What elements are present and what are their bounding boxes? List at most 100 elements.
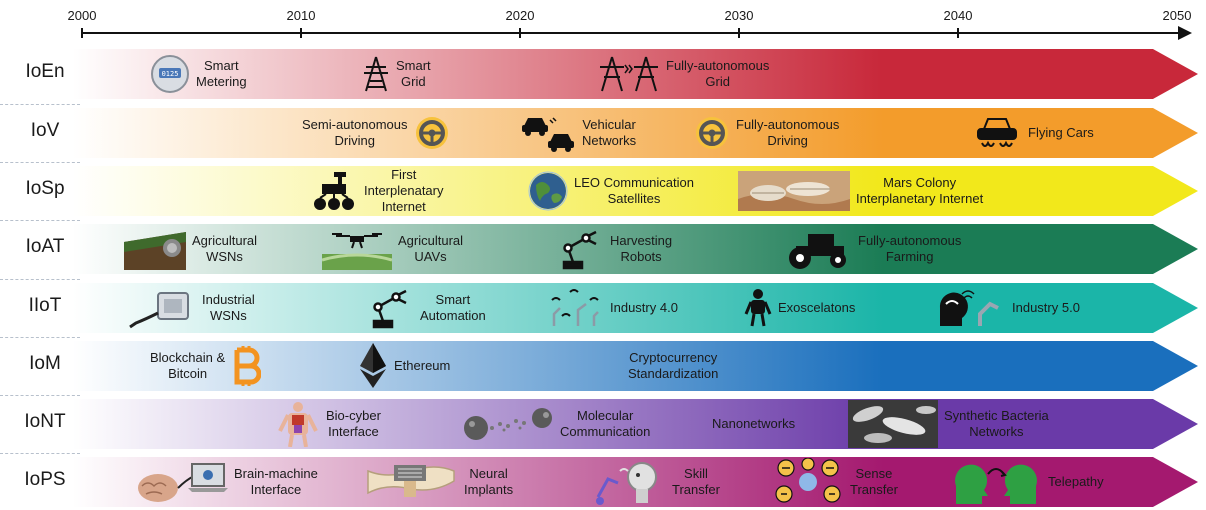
power-towers-icon	[598, 55, 660, 93]
power-tower-icon	[362, 55, 390, 93]
year-label: 2030	[724, 8, 754, 23]
row-label: IoNT	[24, 411, 66, 432]
timeline-axis: 2000 2010 2020 2030 2040 2050	[0, 0, 1206, 44]
milestone-label: Telepathy	[1048, 474, 1104, 489]
milestone-label: Nanonetworks	[712, 416, 796, 431]
row-label: IoPS	[24, 469, 66, 490]
milestone-item: Exoscelatons	[744, 283, 855, 333]
row-label: IoV	[30, 120, 60, 141]
row-separator	[0, 453, 80, 454]
human-robot-icon	[934, 286, 1006, 330]
steering-wheel-icon	[414, 115, 450, 151]
robot-head-icon	[592, 457, 666, 507]
field-sensor-image	[124, 228, 186, 270]
milestone-item: Flying Cars	[972, 108, 1094, 158]
axis-tick	[300, 28, 302, 38]
row-label: IoM	[29, 353, 61, 374]
heads-icon	[950, 460, 1042, 504]
timeline-band	[72, 399, 1198, 449]
mars-colony-image	[738, 171, 850, 211]
milestone-label: Blockchain &Bitcoin	[150, 350, 226, 381]
robot-arm-icon	[560, 228, 604, 270]
timeline-band	[72, 166, 1198, 216]
timeline-band	[72, 283, 1198, 333]
senses-icon	[772, 458, 844, 506]
exoskeleton-icon	[744, 288, 772, 328]
drone-icon	[322, 228, 392, 270]
milestone-item: Blockchain &Bitcoin	[150, 341, 262, 391]
axis-tick	[738, 28, 740, 38]
milestone-item: Telepathy	[950, 457, 1104, 507]
row-iom: IoM Blockchain &Bitcoin Ethereum Cryptocurr…	[0, 337, 1206, 391]
year-label: 2010	[286, 8, 316, 23]
year-label: 2020	[505, 8, 535, 23]
human-body-icon	[276, 401, 320, 447]
milestone-item: Industry 4.0	[548, 283, 678, 333]
svg-text:0125: 0125	[162, 70, 179, 78]
row-separator	[0, 220, 80, 221]
ethereum-icon	[358, 342, 388, 390]
axis-arrowhead	[1178, 26, 1192, 40]
year-label: 2000	[67, 8, 97, 23]
year-label: 2040	[943, 8, 973, 23]
axis-line	[82, 32, 1180, 34]
timeline-band	[72, 224, 1198, 274]
timeline-band	[72, 49, 1198, 99]
tractor-icon	[778, 228, 852, 270]
flying-car-icon	[972, 113, 1022, 153]
brain-laptop-icon	[136, 460, 228, 504]
steering-wheel-icon	[694, 115, 730, 151]
row-label: IoEn	[25, 61, 65, 82]
milestone-label: Industry 5.0	[1012, 300, 1080, 315]
milestone-label: Ethereum	[394, 358, 451, 373]
smart-meter-icon: 0125	[150, 54, 190, 94]
row-separator	[0, 395, 80, 396]
timeline-band	[72, 341, 1198, 391]
axis-tick	[81, 28, 83, 38]
bacteria-image	[848, 400, 938, 448]
row-separator	[0, 279, 80, 280]
robot-arm-icon	[370, 287, 414, 329]
axis-tick	[519, 28, 521, 38]
bitcoin-icon	[231, 344, 262, 388]
